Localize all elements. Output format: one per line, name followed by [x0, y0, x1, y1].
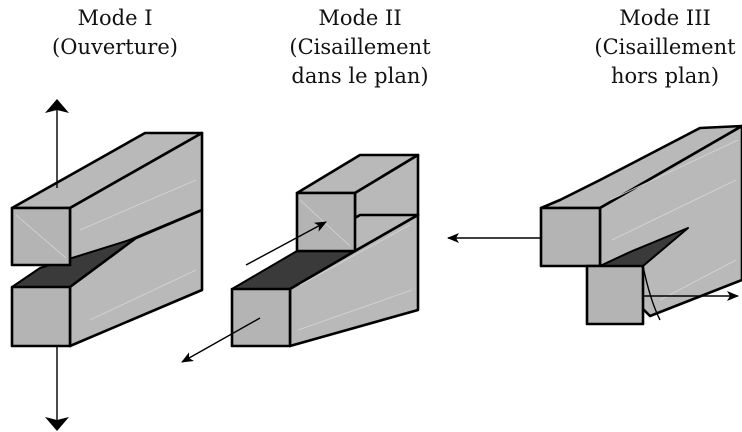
mode-2-title: Mode II — [318, 6, 402, 30]
mode-3-specimen — [447, 124, 742, 326]
mode-3-caption: Mode III (Cisaillement hors plan) — [560, 4, 742, 91]
mode-3-texture-line — [609, 139, 739, 201]
mode-1-caption: Mode I (Ouverture) — [20, 4, 210, 62]
mode-3-title: Mode III — [619, 6, 711, 30]
mode-2-specimen — [181, 153, 420, 363]
mode-3-texture-line — [659, 259, 737, 301]
mode-3-texture-line — [611, 179, 737, 241]
mode-2-subtitle-line-1: (Cisaillement — [289, 35, 431, 59]
mode-3-subtitle-line-1: (Cisaillement — [594, 35, 736, 59]
mode-2-caption: Mode II (Cisaillement dans le plan) — [255, 4, 465, 91]
mode-2-texture-line — [299, 224, 411, 286]
mode-1-subtitle: (Ouverture) — [52, 35, 178, 59]
mode-1-specimen — [10, 99, 204, 431]
mode-1-texture-line — [89, 269, 197, 321]
mode-1-texture-line — [15, 214, 67, 259]
mode-2-shear-arrow-back — [245, 221, 327, 266]
mode-3-upper-front-face — [539, 206, 602, 268]
mode-2-subtitle-line-2: dans le plan) — [291, 64, 429, 88]
mode-2-lower-front-face — [230, 287, 292, 348]
mode-2-texture-line — [297, 289, 413, 331]
mode-2-shear-arrow-front — [181, 317, 261, 363]
mode-3-lower-front-face — [585, 264, 645, 326]
mode-1-lower-front-face — [10, 285, 72, 348]
mode-1-texture-line — [79, 179, 197, 231]
mode-1-title: Mode I — [77, 6, 153, 30]
mode-3-subtitle-line-2: hors plan) — [610, 64, 720, 88]
